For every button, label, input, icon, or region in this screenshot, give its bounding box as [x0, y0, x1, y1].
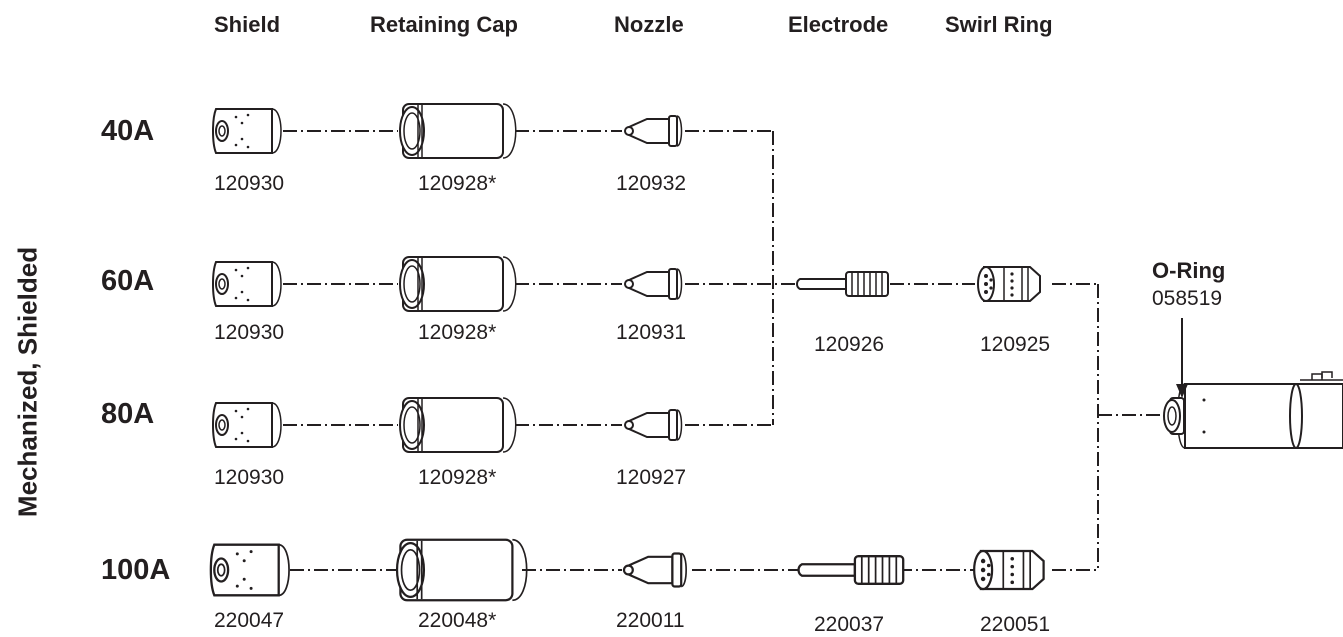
nozzle-part-icon: [624, 268, 683, 300]
nozzle-part-icon: [624, 115, 683, 147]
header-nozzle: Nozzle: [614, 12, 684, 37]
torch-body-icon: [1163, 371, 1343, 449]
part-number-nozzle: 120931: [616, 321, 687, 344]
part-number-shield: 220047: [214, 609, 285, 632]
header-shield: Shield: [214, 12, 281, 37]
header-retaining-cap: Retaining Cap: [370, 12, 518, 37]
part-number-electrode: 120926: [814, 333, 885, 356]
shield-part-icon: [212, 402, 282, 448]
part-number-shield: 120930: [214, 466, 285, 489]
swirl-ring-part-icon: [977, 266, 1041, 302]
header-swirl-ring: Swirl Ring: [945, 12, 1053, 37]
part-number-nozzle: 120932: [616, 172, 687, 195]
oring-pointer-arrow: [1176, 318, 1188, 398]
amperage-label-60a: 60A: [101, 265, 155, 297]
retaining-cap-part-icon: [399, 256, 517, 312]
part-number-nozzle: 120927: [616, 466, 687, 489]
part-number-shield: 120930: [214, 172, 285, 195]
retaining-cap-part-icon: [399, 397, 517, 453]
part-number-retaining-cap: 120928*: [418, 466, 497, 489]
amperage-label-100a: 100A: [101, 554, 171, 586]
part-number-nozzle: 220011: [616, 609, 685, 632]
part-number-shield: 120930: [214, 321, 285, 344]
part-number-swirl-ring: 120925: [980, 333, 1051, 356]
amperage-label-40a: 40A: [101, 115, 155, 147]
nozzle-part-icon: [624, 409, 683, 441]
shield-part-icon: [209, 543, 291, 597]
header-electrode: Electrode: [788, 12, 889, 37]
nozzle-part-icon: [622, 552, 688, 588]
part-number-retaining-cap: 220048*: [418, 609, 497, 632]
electrode-part-icon: [796, 271, 889, 297]
part-number-swirl-ring: 220051: [980, 613, 1051, 636]
swirl-ring-part-icon: [973, 549, 1045, 591]
part-number-retaining-cap: 120928*: [418, 172, 497, 195]
part-number-retaining-cap: 120928*: [418, 321, 497, 344]
oring-label: O-Ring: [1152, 258, 1226, 283]
electrode-part-icon: [797, 555, 905, 585]
retaining-cap-part-icon: [395, 538, 528, 602]
amperage-label-80a: 80A: [101, 398, 155, 430]
retaining-cap-part-icon: [399, 103, 517, 159]
part-number-electrode: 220037: [814, 613, 885, 636]
shield-part-icon: [212, 261, 282, 307]
shield-part-icon: [212, 108, 282, 154]
connector-lines: [283, 130, 1160, 571]
oring-part-number: 058519: [1152, 287, 1223, 310]
